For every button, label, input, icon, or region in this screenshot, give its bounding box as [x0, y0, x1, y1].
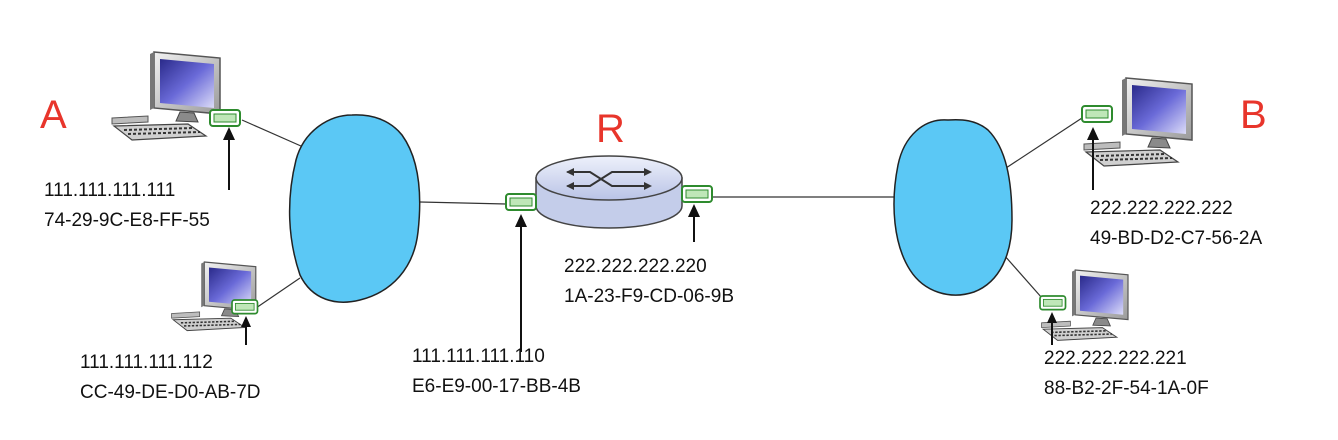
address-pointer-arrows — [223, 127, 1099, 352]
host-a-ip: 111.111.111.111 — [44, 180, 175, 201]
host-b2-mac: 88-B2-2F-54-1A-0F — [1044, 378, 1209, 399]
router-left-ip: 111.111.111.110 — [412, 346, 545, 367]
router-label: R — [596, 107, 625, 151]
host-b-label: B — [1240, 93, 1267, 137]
interface-adapter-icon — [505, 193, 537, 211]
interface-adapter-icon — [1081, 105, 1113, 123]
router-right-mac: 1A-23-F9-CD-06-9B — [564, 286, 734, 307]
host-b-ip: 222.222.222.222 — [1090, 198, 1233, 219]
host-a2-ip: 111.111.111.112 — [80, 352, 213, 373]
router-left-mac: E6-E9-00-17-BB-4B — [412, 376, 581, 397]
network-cloud-right — [893, 118, 1013, 296]
host-b2-ip: 222.222.222.221 — [1044, 348, 1187, 369]
network-cloud-left — [288, 114, 421, 303]
host-a2-computer-icon — [170, 261, 257, 332]
host-b-mac: 49-BD-D2-C7-56-2A — [1090, 228, 1262, 249]
host-a-mac: 74-29-9C-E8-FF-55 — [44, 210, 210, 231]
router-right-ip: 222.222.222.220 — [564, 256, 707, 277]
network-links — [241, 117, 1083, 309]
router-icon — [535, 155, 683, 229]
interface-adapter-icon — [209, 109, 241, 127]
host-a2-mac: CC-49-DE-D0-AB-7D — [80, 382, 261, 403]
interface-adapter-icon — [231, 299, 259, 315]
interface-adapter-icon — [1039, 295, 1067, 311]
host-a-computer-icon — [111, 51, 221, 141]
interface-adapter-icon — [681, 185, 713, 203]
host-a-label: A — [40, 93, 67, 137]
